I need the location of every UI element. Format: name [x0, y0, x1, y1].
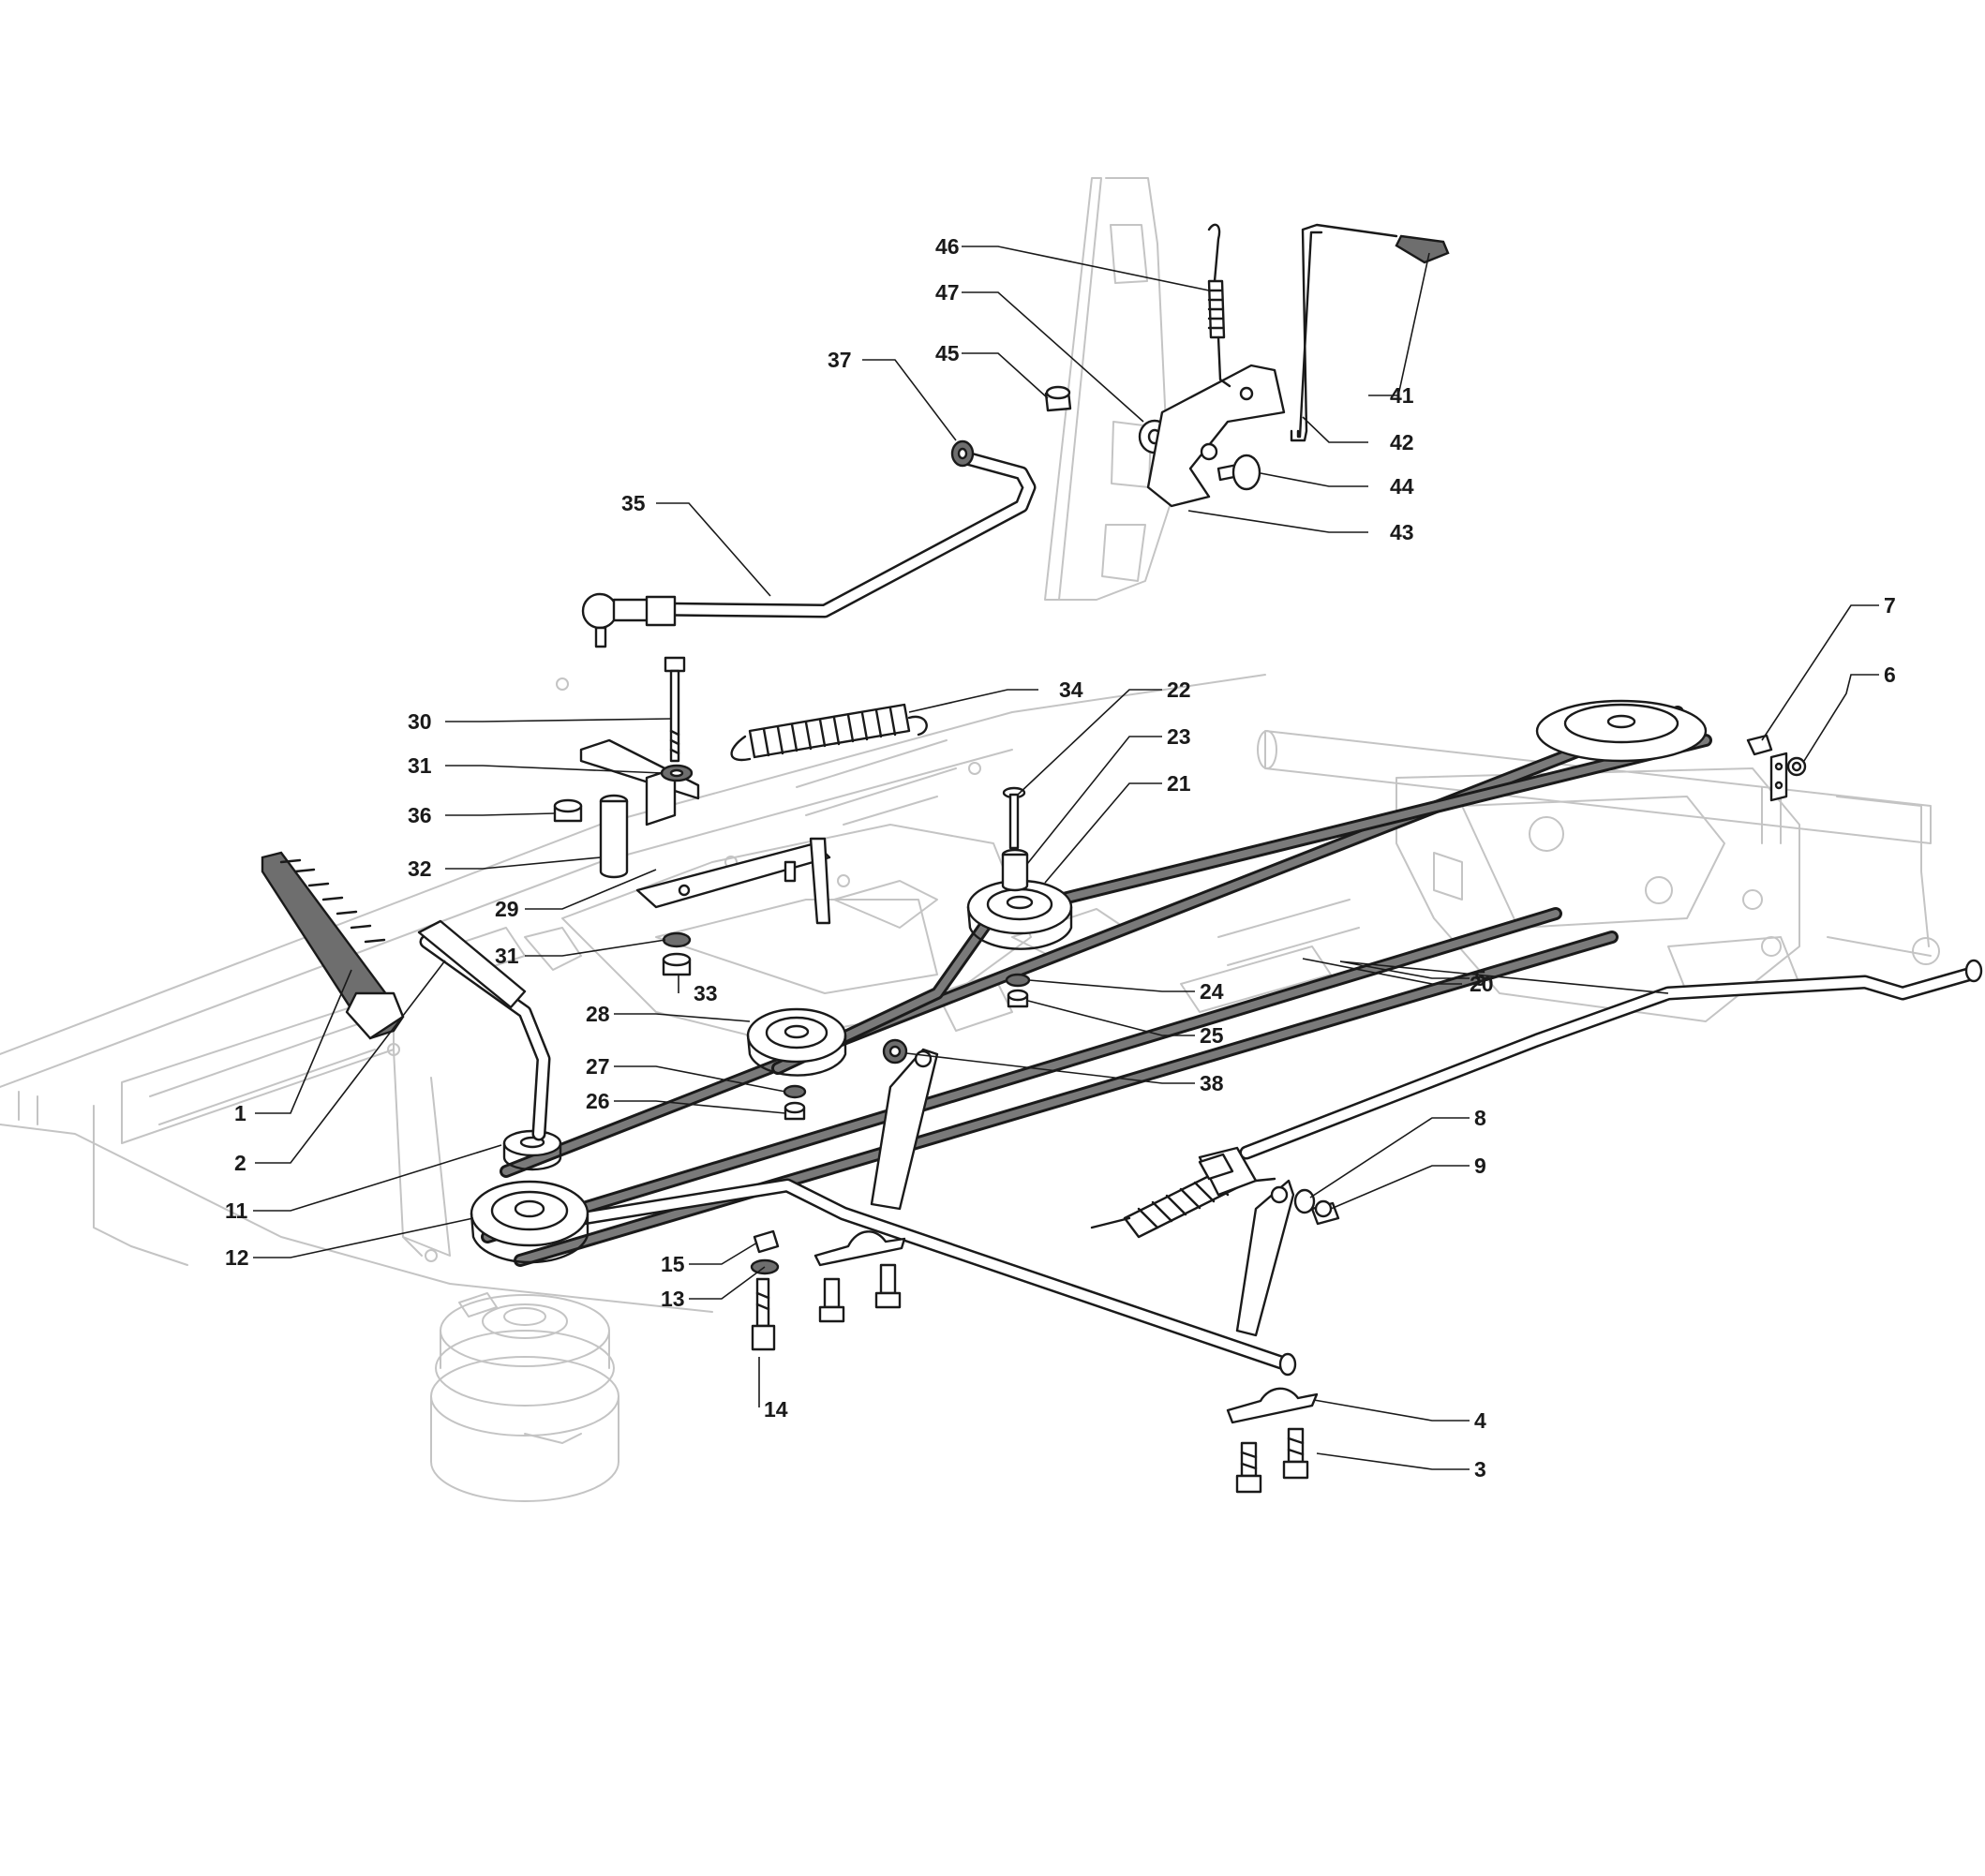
callout-45: 45: [935, 341, 960, 365]
part-34-spring: [730, 703, 928, 762]
callout-31-lower: 31: [495, 944, 519, 968]
callout-4: 4: [1474, 1408, 1486, 1433]
callout-30: 30: [408, 709, 432, 734]
callout-7: 7: [1884, 593, 1896, 618]
callout-14: 14: [764, 1397, 788, 1422]
part-46-spring: [1207, 223, 1231, 388]
part-27-washer: [783, 1084, 807, 1099]
part-41-handle: [1395, 234, 1450, 264]
callout-22: 22: [1167, 677, 1191, 702]
part-31-plate: [579, 738, 700, 826]
cross-shaft: [517, 1048, 1297, 1377]
callout-41: 41: [1390, 383, 1414, 408]
callout-29: 29: [495, 897, 519, 921]
part-4-clamp: [1226, 1387, 1319, 1424]
part-12-pulley: [470, 1180, 590, 1264]
part-33-nut: [662, 952, 692, 976]
part-21-idler-pulley: [966, 879, 1073, 950]
part-44-knob: [1216, 454, 1261, 491]
callout-15: 15: [661, 1252, 685, 1276]
part-9-nut: [1310, 1199, 1340, 1226]
part-45-nut: [1044, 385, 1072, 412]
callout-5: 5: [1474, 966, 1486, 990]
part-7-clip: [1746, 734, 1773, 756]
callout-1: 1: [234, 1101, 246, 1125]
part-15-clip: [753, 1229, 780, 1254]
part-23-spacer: [1001, 848, 1029, 892]
callout-42: 42: [1390, 430, 1414, 454]
callout-23: 23: [1167, 724, 1191, 749]
callout-33: 33: [694, 981, 718, 1005]
part-29-bracket: [635, 837, 831, 925]
callout-35: 35: [621, 491, 646, 515]
part-32-tube: [599, 794, 629, 879]
callout-44: 44: [1390, 474, 1414, 499]
part-22-bolt: [1002, 786, 1026, 850]
callout-47: 47: [935, 280, 960, 305]
callout-3: 3: [1474, 1457, 1486, 1481]
part-2-pedal-arm: [417, 919, 551, 1141]
part-37-clip: [950, 439, 975, 468]
part-1-pedal-pad: [261, 851, 405, 1040]
callout-2: 2: [234, 1151, 246, 1175]
part-31-washer: [662, 931, 692, 948]
callout-12: 12: [225, 1245, 249, 1270]
part-14-bolt: [751, 1277, 776, 1351]
part-20-belt: [481, 706, 1712, 1267]
transmission-pulley: [1535, 699, 1708, 763]
callout-25: 25: [1200, 1023, 1224, 1048]
part-28-idler-pulley: [746, 1007, 847, 1077]
part-11-spacer: [502, 1129, 562, 1171]
part-8-washer: [1293, 1188, 1316, 1214]
part-25-nut: [1007, 989, 1029, 1008]
callout-36: 36: [408, 803, 432, 827]
callout-28: 28: [586, 1002, 610, 1026]
callout-46: 46: [935, 234, 960, 259]
part-43-bracket: [1146, 364, 1286, 508]
callout-20: 20: [1470, 972, 1494, 996]
part-38-clip: [882, 1038, 908, 1065]
part-24-washer: [1005, 973, 1031, 988]
callout-27: 27: [586, 1054, 610, 1079]
callout-31-upper: 31: [408, 753, 432, 778]
callout-21: 21: [1167, 771, 1191, 796]
callout-labels: 1 2 3 4 5 6 7 8 9 11 12 13 14 15 20 21 2…: [225, 234, 1896, 1481]
callout-8: 8: [1474, 1106, 1486, 1130]
part-26-nut: [784, 1101, 806, 1121]
part-3-screws: [1235, 1427, 1309, 1494]
part-30-bolt: [664, 656, 686, 763]
part-36-nut: [553, 798, 583, 823]
background-chassis-outline: [0, 177, 1940, 1502]
callout-6: 6: [1884, 663, 1896, 687]
callout-34: 34: [1059, 677, 1083, 702]
part-35-rod: [581, 450, 1037, 648]
callout-26: 26: [586, 1089, 610, 1113]
callout-9: 9: [1474, 1154, 1486, 1178]
callout-11: 11: [225, 1199, 248, 1223]
part-5-rod: [1239, 959, 1983, 1160]
callout-13: 13: [661, 1287, 685, 1311]
part-6-washer: [1786, 756, 1807, 777]
callout-38: 38: [1200, 1071, 1224, 1095]
center-clamp-bracket: [813, 1230, 906, 1323]
part-42-lever-rod: [1290, 223, 1398, 442]
callout-32: 32: [408, 856, 432, 881]
leader-lines: [253, 246, 1879, 1470]
callout-37: 37: [828, 348, 852, 372]
part-6-mount-plate: [1769, 752, 1788, 802]
callout-24: 24: [1200, 979, 1224, 1004]
part-8-spring-assembly: [1090, 1146, 1276, 1239]
callout-43: 43: [1390, 520, 1414, 544]
